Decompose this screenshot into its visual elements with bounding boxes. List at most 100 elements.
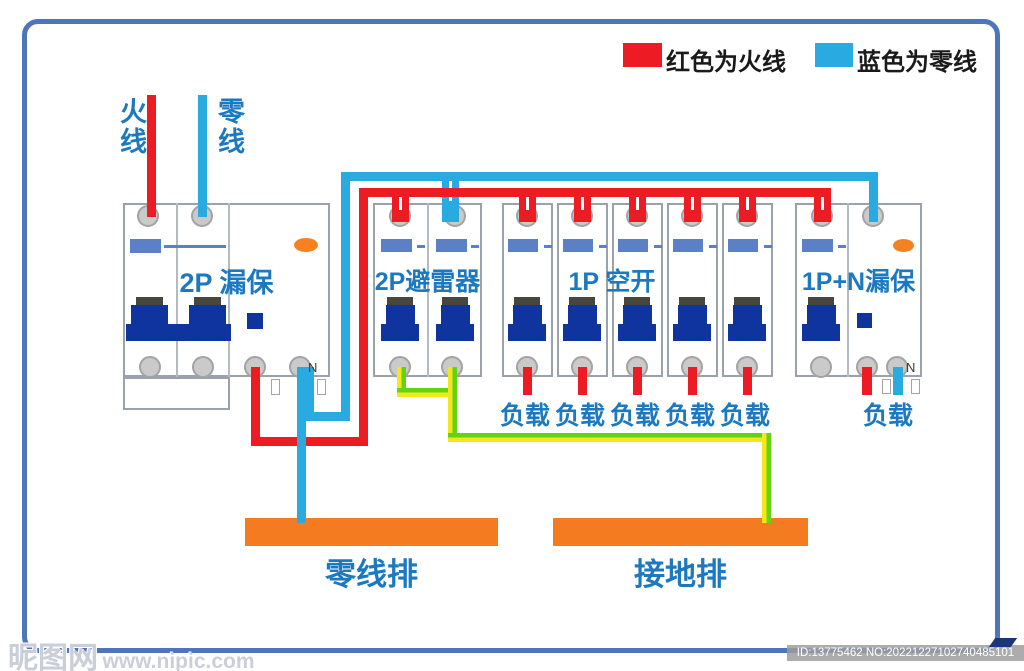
earth-wire-to-bar <box>762 433 771 523</box>
live-wire-drop <box>684 190 701 222</box>
breaker-toggle <box>569 297 595 308</box>
live-wire-segment <box>251 367 260 446</box>
label-window <box>618 239 648 252</box>
live-wire-drop <box>739 190 756 222</box>
din-clip <box>271 379 280 395</box>
live-wire-bus <box>359 188 831 197</box>
legend-live-label: 红色为火线 <box>666 49 786 76</box>
live-wire-input <box>147 95 156 217</box>
diagram-border-frame <box>22 19 1000 653</box>
breaker-1p-mcb <box>722 203 773 377</box>
watermark-site: 昵图网 <box>8 642 98 671</box>
breaker-label-2p-rcd: 2P 漏保 <box>179 268 274 298</box>
breaker-label-arrester: 2P避雷器 <box>374 268 481 296</box>
neutral-bar-label: 零线排 <box>325 557 418 592</box>
module-divider <box>228 203 230 377</box>
load-label: 负载 <box>499 402 550 430</box>
neutral-wire-drop <box>869 172 878 222</box>
load-live-stub <box>523 367 532 395</box>
indicator-window <box>857 313 872 328</box>
label-window <box>802 239 833 252</box>
label-dash <box>709 245 717 248</box>
module-divider <box>176 203 178 377</box>
test-button <box>294 238 318 252</box>
test-button <box>893 239 914 252</box>
earth-wire-segment <box>448 433 771 442</box>
breaker-toggle <box>563 324 601 341</box>
label-window <box>508 239 538 252</box>
neutral-wire-bus <box>341 172 878 181</box>
label-dash <box>838 245 846 248</box>
neutral-terminal-mark: N <box>906 360 916 375</box>
breaker-toggle <box>436 324 474 341</box>
ground-bar-label: 接地排 <box>634 557 727 592</box>
breaker-toggle <box>624 297 650 308</box>
load-live-stub <box>578 367 587 395</box>
breaker-toggle <box>673 324 711 341</box>
load-label: 负载 <box>719 402 770 430</box>
earth-wire-segment <box>448 367 457 442</box>
legend-live-swatch <box>623 43 662 67</box>
live-wire-drop <box>814 190 831 222</box>
breaker-toggle <box>381 324 419 341</box>
live-wire-drop <box>574 190 591 222</box>
breaker-toggle <box>514 297 540 308</box>
label-dash <box>544 245 552 248</box>
live-wire-drop <box>392 190 409 222</box>
breaker-toggle <box>728 324 766 341</box>
live-wire-segment <box>251 437 368 446</box>
module-divider <box>427 203 429 377</box>
label-window <box>563 239 593 252</box>
breaker-toggle-tie <box>126 324 231 341</box>
breaker-1pn-rcbo <box>795 203 922 377</box>
breaker-2p-rcd-base <box>123 377 230 410</box>
label-dash <box>599 245 607 248</box>
load-label: 负载 <box>862 402 913 430</box>
label-window <box>673 239 703 252</box>
load-neutral-stub <box>893 367 903 395</box>
label-window <box>728 239 758 252</box>
load-live-stub <box>633 367 642 395</box>
live-wire-segment <box>359 188 368 446</box>
din-clip <box>911 379 920 394</box>
module-divider <box>847 203 849 377</box>
breaker-toggle <box>136 297 163 308</box>
neutral-wire-to-bar <box>297 367 306 523</box>
label-window <box>436 239 467 252</box>
neutral-terminal-mark: N <box>308 360 318 375</box>
terminal <box>139 356 161 378</box>
breaker-toggle <box>808 297 834 308</box>
earth-wire-segment <box>397 388 457 397</box>
label-dash <box>471 245 479 248</box>
breaker-toggle <box>679 297 705 308</box>
breaker-label-mcb: 1P 空开 <box>568 268 656 296</box>
breaker-toggle <box>387 297 413 308</box>
breaker-toggle <box>734 297 760 308</box>
neutral-wire-segment <box>305 367 314 421</box>
load-label: 负载 <box>554 402 605 430</box>
din-clip <box>317 379 326 395</box>
load-live-stub <box>688 367 697 395</box>
live-input-label: 火线 <box>116 97 146 157</box>
legend-neutral-label: 蓝色为零线 <box>857 49 977 76</box>
neutral-wire-drop <box>442 174 459 222</box>
stamp-id: ID:13775462 NO:20221227102740485101 <box>787 645 1024 661</box>
neutral-wire-segment <box>341 172 350 421</box>
label-dash <box>654 245 662 248</box>
neutral-wire-input <box>198 95 207 217</box>
terminal <box>192 356 214 378</box>
breaker-toggle <box>508 324 546 341</box>
breaker-toggle <box>618 324 656 341</box>
watermark: 昵图网 www.nipic.com <box>8 633 255 671</box>
neutral-input-label: 零线 <box>214 97 244 157</box>
live-wire-drop <box>629 190 646 222</box>
watermark-url: www.nipic.com <box>102 650 255 671</box>
label-window <box>130 239 161 253</box>
breaker-2p-rcd <box>123 203 330 377</box>
label-dash <box>764 245 772 248</box>
breaker-toggle <box>442 297 468 308</box>
label-dash <box>417 245 425 248</box>
live-wire-drop <box>519 190 536 222</box>
breaker-toggle <box>802 324 840 341</box>
load-label: 负载 <box>609 402 660 430</box>
